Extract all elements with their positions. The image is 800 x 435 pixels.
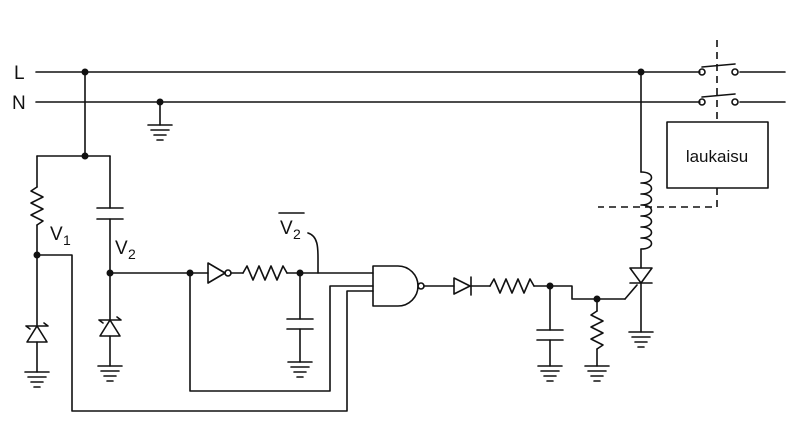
label-v2-bar: V <box>280 218 293 239</box>
zener-diode-icon <box>25 322 49 373</box>
diode-icon <box>453 276 472 296</box>
trip-unit: laukaisu <box>666 121 769 189</box>
trip-unit-label: laukaisu <box>686 147 748 166</box>
label-v1: V <box>50 224 63 245</box>
line-N: N <box>12 93 786 114</box>
ground-icon <box>287 361 313 378</box>
ground-icon <box>584 365 610 382</box>
resistor-icon <box>489 278 535 294</box>
line-L: L <box>14 63 786 84</box>
label-v2-bar-sub: 2 <box>293 226 301 242</box>
nand-gate-icon <box>372 265 425 307</box>
capacitor-icon <box>96 207 124 220</box>
ground-icon <box>24 371 50 388</box>
ground-icon <box>97 365 123 382</box>
thyristor-icon <box>624 267 653 300</box>
zener-diode-icon <box>98 316 122 367</box>
switch-contact-icon <box>698 40 739 122</box>
resistor-icon <box>242 265 288 281</box>
label-v2-sub: 2 <box>128 246 136 262</box>
label-v1-sub: 1 <box>63 232 71 248</box>
capacitor-icon <box>536 329 564 341</box>
inductor-icon <box>640 171 653 250</box>
capacitor-icon <box>286 318 314 330</box>
ground-icon <box>628 331 654 348</box>
inverter-icon <box>207 262 232 284</box>
label-N: N <box>12 93 26 114</box>
resistor-icon <box>30 186 44 226</box>
ground-icon <box>537 365 563 382</box>
resistor-icon <box>590 310 604 350</box>
ground-icon <box>147 98 173 141</box>
label-L: L <box>14 63 25 84</box>
label-v2: V <box>115 238 128 259</box>
